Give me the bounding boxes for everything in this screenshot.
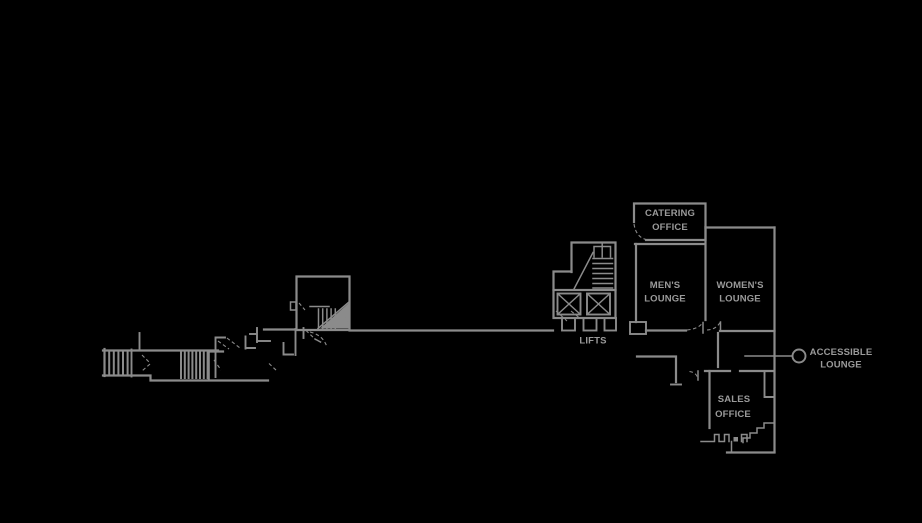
lift-door-recess (561, 317, 576, 332)
lift-cab-left (556, 292, 582, 316)
stair-steps (742, 422, 775, 444)
lift-core (552, 241, 617, 332)
accessible-lounge-label-line1: ACCESSIBLE (810, 347, 873, 358)
accessible-lounge-room (703, 331, 776, 398)
west-entry-stairs (101, 332, 270, 382)
womens-lounge-label-line1: WOMEN'S (716, 280, 763, 291)
lift-door-recess (582, 317, 598, 332)
lift-x-icon (556, 292, 582, 316)
mens-lounge-label-line1: MEN'S (650, 280, 680, 291)
lift-box (586, 292, 611, 316)
stair-direction-triangle (320, 302, 350, 329)
accessible-lounge-label-line2: LOUNGE (820, 360, 862, 371)
door-swing (340, 310, 350, 327)
lift-cab-right (585, 292, 612, 316)
stair-treads (180, 350, 209, 379)
door-swing (141, 354, 151, 372)
lobby-partition (635, 355, 682, 386)
door-swing (633, 223, 647, 241)
womens-lounge-label-line2: LOUNGE (719, 294, 761, 305)
vestibule-wall (282, 342, 294, 356)
door-swing (298, 302, 306, 311)
wall-segment (244, 335, 256, 350)
corridor-rooms (207, 327, 322, 382)
door-swing (706, 322, 721, 331)
sales-office-label-line2: OFFICE (715, 409, 751, 420)
stair-rail (593, 242, 612, 258)
callout-circle-icon (791, 348, 807, 364)
room-labels: CATERING OFFICE MEN'S LOUNGE WOMEN'S LOU… (579, 208, 872, 420)
southeast-stair (700, 422, 776, 454)
accessible-lounge-callout (744, 348, 807, 364)
door-swing (555, 310, 580, 322)
catering-office-label-line1: CATERING (645, 208, 695, 219)
wall-segment (635, 355, 678, 384)
column (629, 321, 647, 335)
door-swing (213, 359, 222, 371)
stair-enclosure (570, 241, 617, 292)
catering-office-room (632, 202, 707, 242)
womens-lounge-room (704, 225, 776, 454)
door-swings (141, 223, 721, 380)
mens-lounge-room (629, 242, 707, 335)
wall-segment (214, 336, 226, 378)
mens-lounge-label-line2: LOUNGE (644, 294, 686, 305)
lifts-label: LIFTS (579, 336, 606, 347)
door-swing (305, 330, 317, 341)
door-swing (217, 340, 230, 350)
stair-treads (592, 257, 614, 289)
lift-box (556, 292, 582, 316)
stair-treads (108, 350, 129, 375)
door-threshold (700, 433, 730, 443)
stair-treads (317, 308, 337, 330)
stair-cut-line (316, 300, 351, 330)
stair-cut-line (572, 251, 595, 291)
door-swing (268, 363, 278, 372)
door-swing (309, 331, 328, 348)
niche-wall (763, 371, 775, 398)
hinge-dot (733, 437, 738, 442)
door-swing (689, 370, 699, 380)
lift-door-recess (603, 317, 617, 332)
stair-enclosure (552, 270, 573, 292)
door-swing (226, 337, 241, 349)
room-outline (632, 202, 707, 242)
door-swing (686, 322, 703, 331)
lift-x-icon (585, 292, 612, 316)
sales-office-room (697, 369, 711, 430)
catering-office-label-line2: OFFICE (652, 222, 688, 233)
sales-office-label-line1: SALES (718, 394, 750, 405)
wall-segment (207, 350, 225, 382)
door-jamb (289, 301, 297, 311)
